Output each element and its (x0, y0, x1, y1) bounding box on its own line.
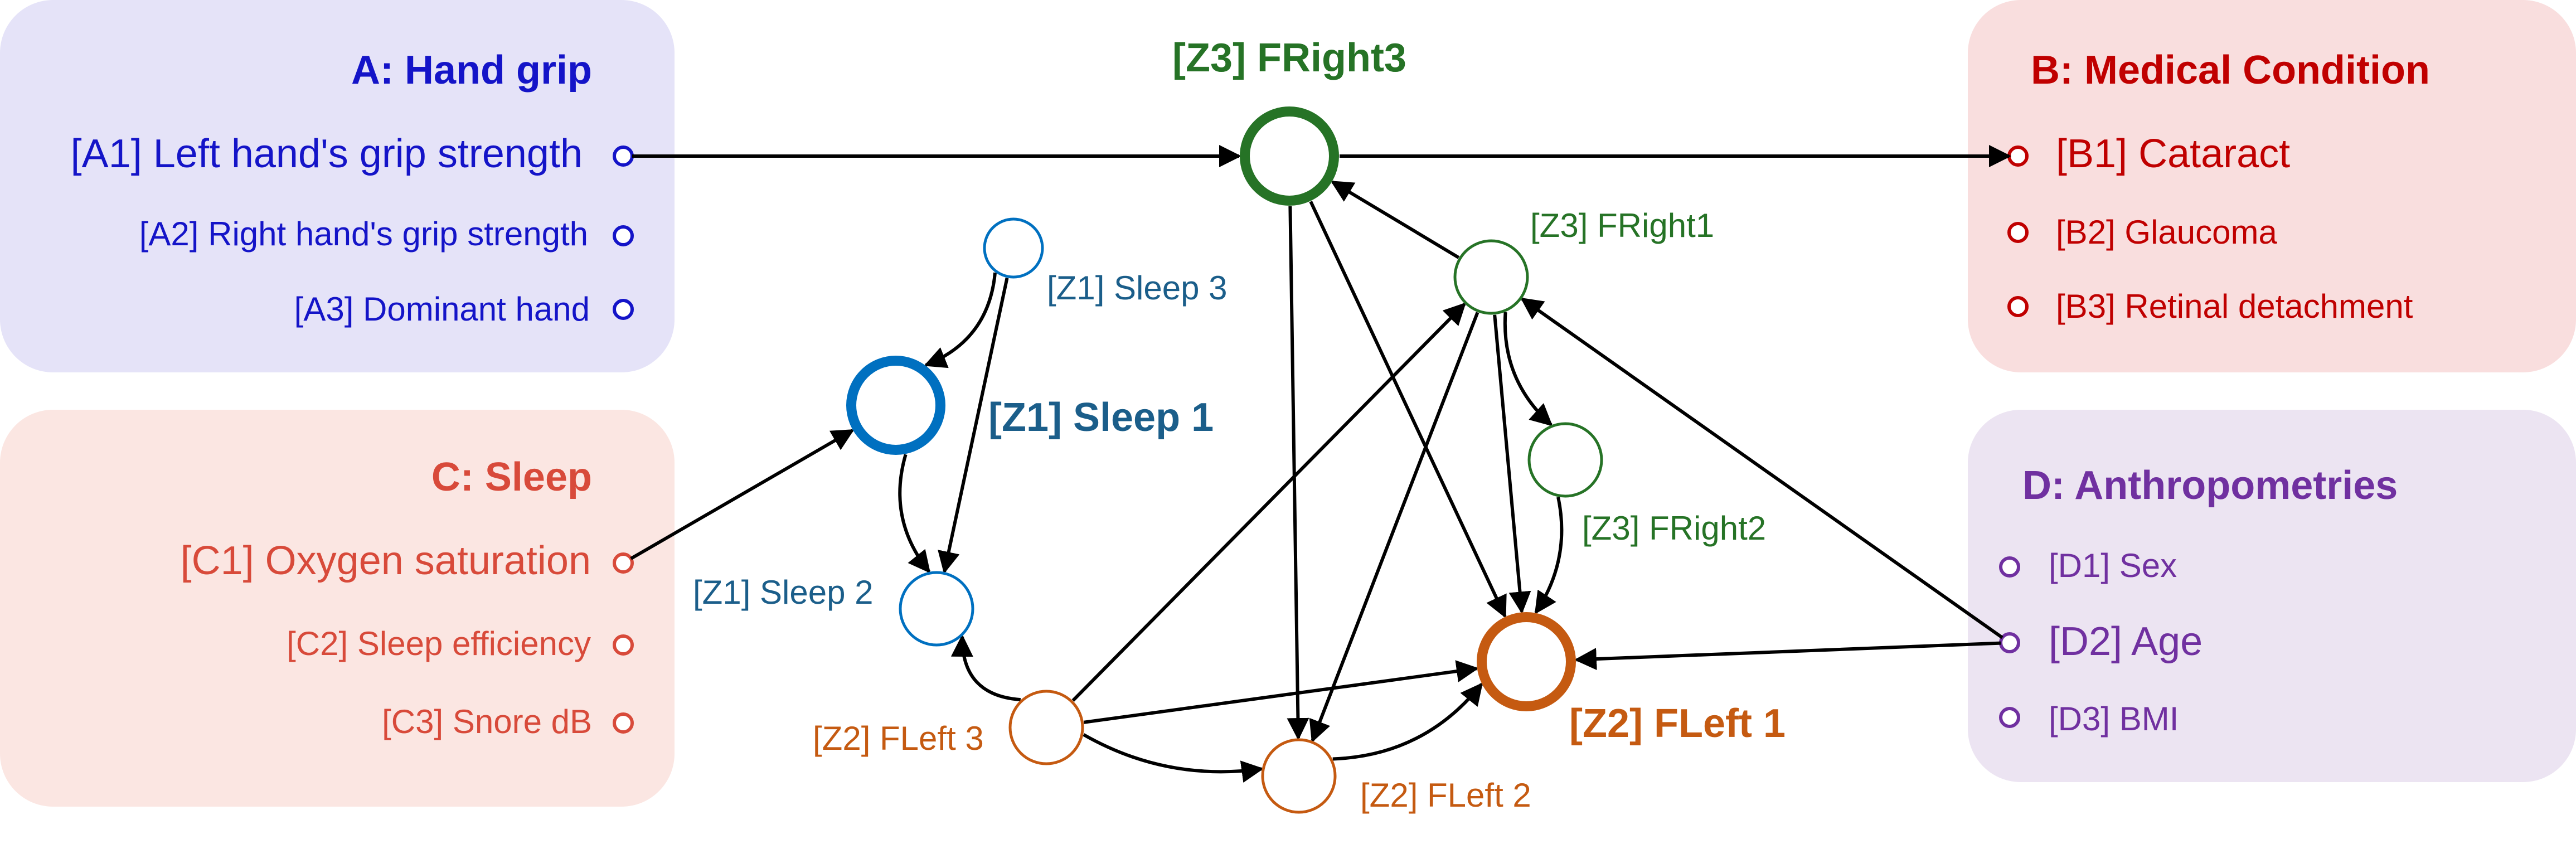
item-a2: [A2] Right hand's grip strength (139, 215, 588, 253)
panel-hand-grip-box (0, 0, 675, 372)
label-fleft3: [Z2] FLeft 3 (813, 720, 984, 757)
label-fright2: [Z3] FRight2 (1582, 510, 1766, 547)
item-b2: [B2] Glaucoma (2056, 214, 2277, 251)
item-d2: [D2] Age (2049, 619, 2203, 664)
node-fleft3 (1008, 690, 1084, 765)
edge-fleft3-to-fleft2 (1083, 733, 1264, 783)
edge-fright1-to-fright2 (1503, 312, 1553, 426)
edges-layer (630, 145, 2011, 783)
port-d1 (1999, 556, 2020, 578)
label-sleep1: [Z1] Sleep 1 (988, 395, 1214, 440)
edge-fright1-to-fleft1 (1493, 314, 1531, 614)
port-a3 (613, 299, 634, 320)
panel-anthropometries: D: Anthropometries [D1] Sex [D2] Age [D3… (1968, 410, 2576, 782)
edge-fleft3-to-fleft1 (1083, 660, 1479, 724)
edge-fleft3-to-sleep2 (950, 634, 1021, 702)
panel-sleep: C: Sleep [C1] Oxygen saturation [C2] Sle… (0, 410, 675, 807)
panel-medical-box (1968, 0, 2576, 372)
edge-d2-to-fright1 (1520, 297, 2003, 639)
node-fright1 (1453, 239, 1529, 315)
port-b1 (2007, 145, 2029, 167)
node-fleft1 (1477, 612, 1576, 711)
edge-d2-to-fleft1 (1574, 641, 2001, 671)
item-b1: [B1] Cataract (2056, 132, 2290, 176)
port-c3 (613, 712, 634, 734)
label-sleep3: [Z1] Sleep 3 (1047, 269, 1228, 307)
panel-anthro-box (1968, 410, 2576, 782)
port-d2 (1999, 632, 2020, 653)
edge-fright2-to-fleft1 (1534, 497, 1564, 614)
label-fleft2: [Z2] FLeft 2 (1360, 777, 1531, 814)
item-b3: [B3] Retinal detachment (2056, 288, 2413, 325)
edge-fright3-to-fleft1 (1309, 201, 1507, 619)
item-c2: [C2] Sleep efficiency (287, 625, 591, 662)
port-b3 (2007, 296, 2029, 317)
item-d1: [D1] Sex (2049, 547, 2177, 584)
port-c1 (613, 552, 634, 574)
port-b2 (2007, 222, 2029, 243)
label-sleep2: [Z1] Sleep 2 (693, 574, 874, 611)
edge-fright1-to-fright3 (1330, 180, 1460, 259)
item-c1: [C1] Oxygen saturation (181, 539, 591, 583)
panel-medical-title: B: Medical Condition (2031, 48, 2430, 93)
node-sleep2 (899, 571, 974, 647)
label-fright1: [Z3] FRight1 (1530, 207, 1714, 244)
panel-sleep-box (0, 410, 675, 807)
panel-hand-grip-title: A: Hand grip (351, 48, 592, 93)
label-fright3: [Z3] FRight3 (1172, 36, 1406, 80)
item-a3: [A3] Dominant hand (294, 290, 590, 328)
edge-fleft3-to-fright1 (1071, 302, 1467, 702)
panel-sleep-title: C: Sleep (431, 455, 592, 499)
node-fright3 (1240, 106, 1339, 206)
item-c3: [C3] Snore dB (382, 703, 592, 740)
port-c2 (613, 634, 634, 656)
edge-sleep1-to-sleep2 (898, 454, 931, 574)
port-a1 (613, 145, 634, 167)
item-a1: [A1] Left hand's grip strength (71, 132, 583, 176)
edge-fleft2-to-fleft1 (1332, 682, 1483, 761)
panel-medical-condition: B: Medical Condition [B1] Cataract [B2] … (1968, 0, 2576, 372)
node-sleep1 (846, 356, 945, 455)
label-fleft1: [Z2] FLeft 1 (1569, 701, 1786, 746)
edge-c1-to-sleep1 (630, 429, 855, 560)
panel-anthro-title: D: Anthropometries (2022, 463, 2398, 508)
edge-sleep3-to-sleep1 (924, 272, 997, 368)
panel-hand-grip: A: Hand grip [A1] Left hand's grip stren… (0, 0, 675, 372)
port-d3 (1999, 707, 2020, 728)
edge-fright3-to-fleft2 (1287, 206, 1309, 741)
node-fright2 (1527, 422, 1603, 498)
latent-nodes: [Z3] FRight3 [Z3] FRight1 [Z3] FRight2 [… (693, 36, 1786, 814)
edge-fright1-to-fleft2 (1309, 312, 1479, 743)
item-d3: [D3] BMI (2049, 700, 2179, 738)
node-sleep3 (983, 217, 1044, 279)
node-fleft2 (1261, 738, 1337, 814)
edge-sleep3-to-sleep2 (938, 278, 1009, 574)
port-a2 (613, 225, 634, 246)
